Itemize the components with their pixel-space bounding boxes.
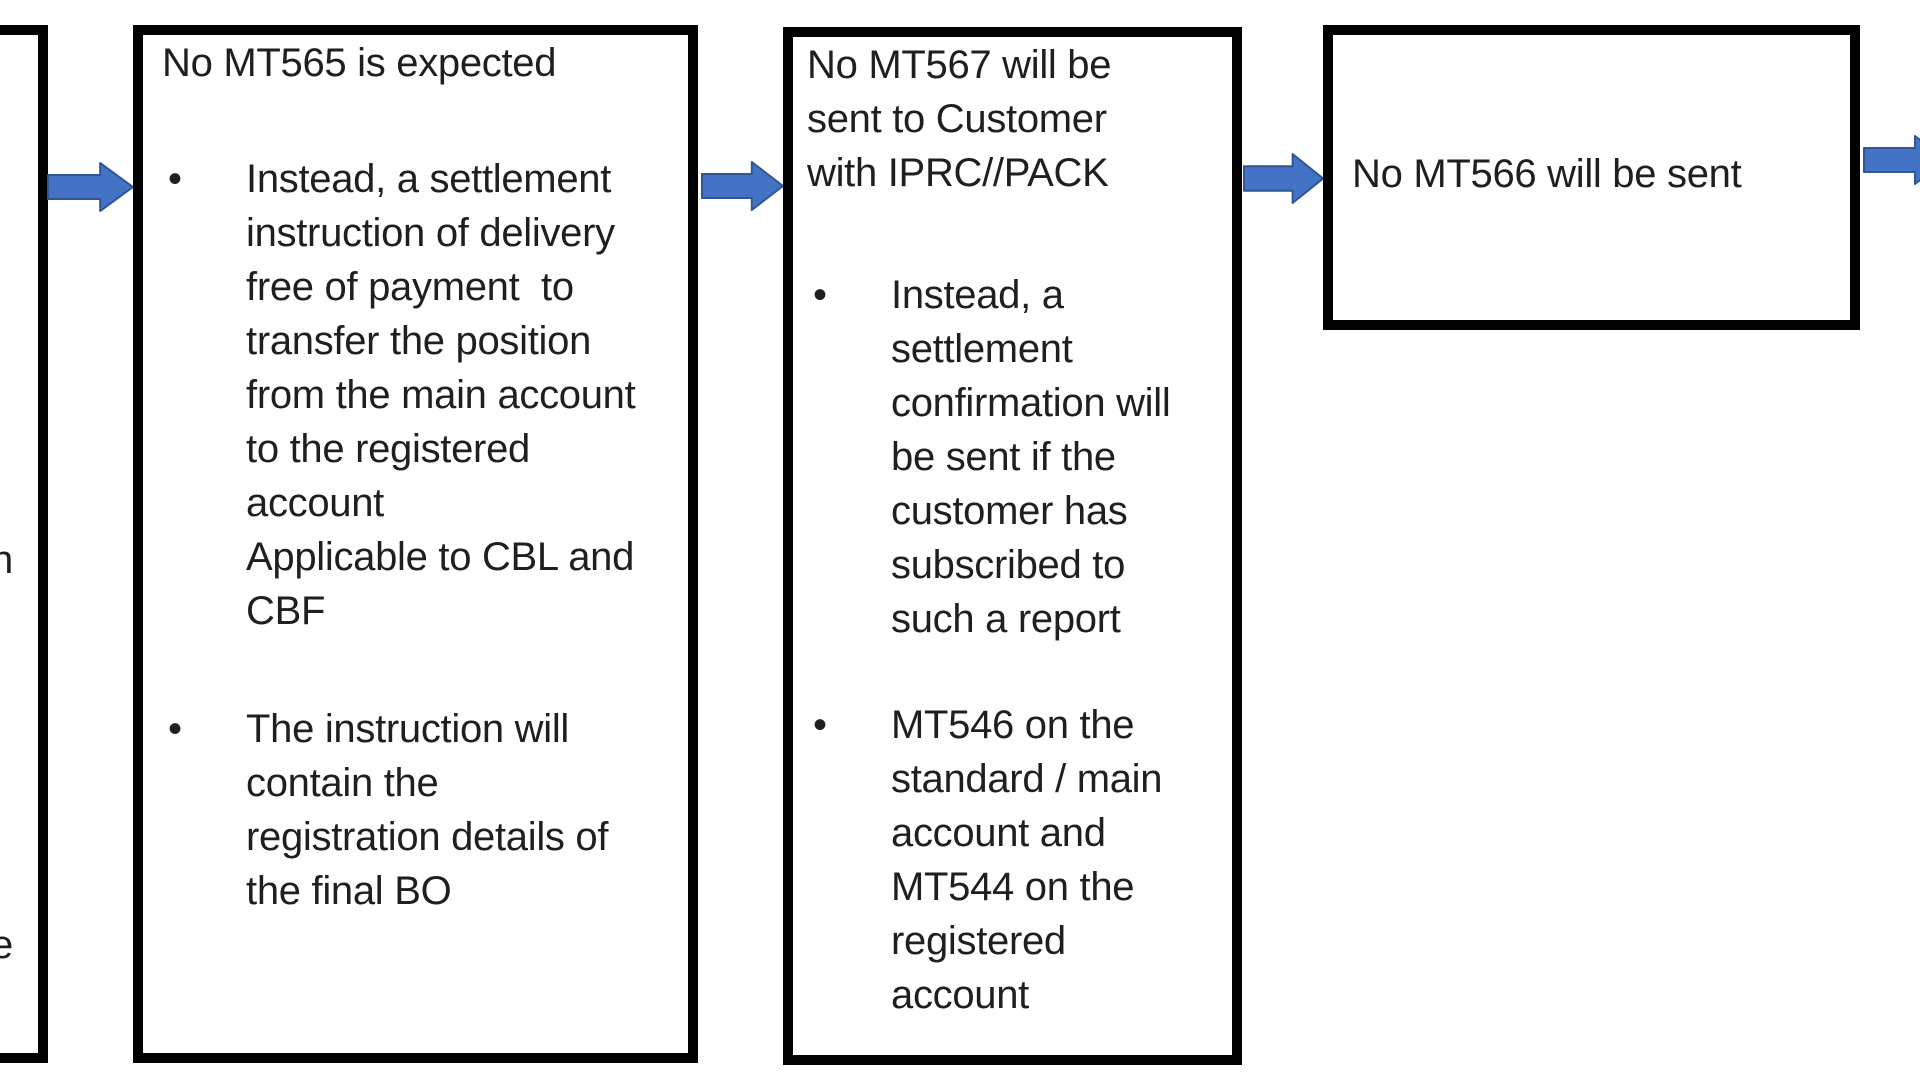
box-2-bullet-2-text: The instruction will contain the registr… [246,707,609,913]
box-3-title: No MT567 will be sent to Customer with I… [807,43,1112,195]
box-3-bullet-1-text: Instead, a settlement confirmation will … [891,273,1171,641]
box-3-bullet-item: • Instead, a settlement confirmation wil… [807,268,1226,646]
box-3-bullet-item: • MT546 on the standard / main account a… [807,698,1226,1022]
flow-arrow-1 [47,162,134,212]
process-box-1-clipped [0,25,48,1063]
box-1-text-fragment-2: e [0,923,13,967]
box-2-bullet-1-text: Instead, a settlement instruction of del… [246,157,636,633]
box-3-bullet-2-text: MT546 on the standard / main account and… [891,703,1163,1017]
bullet-dot-icon: • [813,703,828,747]
box-2-title: No MT565 is expected [162,41,557,85]
box-2-bullet-item: • The instruction will contain the regis… [162,702,680,918]
box-1-text-fragment-1: n [0,538,13,582]
bullet-dot-icon: • [813,273,828,317]
flow-arrow-2 [701,161,785,211]
box-2-bullet-item: • Instead, a settlement instruction of d… [162,152,680,638]
flow-arrow-4-clipped [1863,135,1920,185]
bullet-dot-icon: • [168,157,183,201]
process-box-2: No MT565 is expected • Instead, a settle… [133,25,698,1063]
process-box-3: No MT567 will be sent to Customer with I… [783,27,1242,1065]
flow-arrow-3 [1243,153,1325,204]
box-4-title: No MT566 will be sent [1352,152,1742,196]
process-box-4: No MT566 will be sent [1323,25,1860,330]
bullet-dot-icon: • [168,707,183,751]
